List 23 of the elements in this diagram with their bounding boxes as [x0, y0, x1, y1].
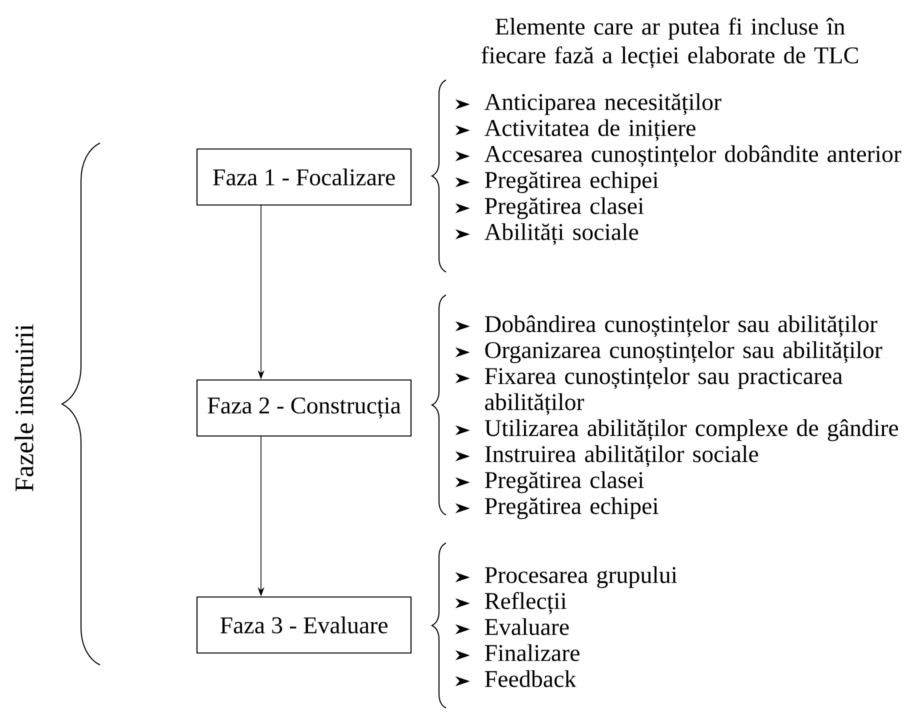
list-item: Utilizarea abilităților complexe de gândire	[484, 419, 898, 442]
list-item: Anticiparea necesităților	[484, 93, 722, 116]
list-item: Reflecții	[484, 592, 566, 614]
process-box: Faza 1 - Focalizare	[196, 148, 412, 206]
list-item: Finalizare	[484, 644, 580, 662]
heading: Elemente care ar putea fi incluse în fiecare fază a lecției elaborate de TLC	[482, 18, 858, 68]
list-item: Accesarea cunoștințelor dobândite anterior	[484, 145, 902, 168]
list-item: Procesarea grupului	[484, 566, 678, 588]
list-item: Fixarea cunoștințelor sau practicarea abilităților	[484, 367, 842, 416]
process-box: Faza 2 - Construcția	[196, 379, 412, 437]
process-box: Faza 3 - Evaluare	[196, 596, 412, 654]
list-item: Evaluare	[484, 618, 569, 636]
list-item: Dobândirea cunoștințelor sau abilităților	[484, 315, 878, 338]
list-item: Abilități sociale	[484, 223, 638, 246]
list-item: Pregătirea clasei	[484, 471, 644, 494]
list-item: Feedback	[484, 670, 576, 688]
list-item: Instruirea abilităților sociale	[485, 445, 758, 468]
list-item: Activitatea de inițiere	[484, 119, 696, 142]
list-item: Pregătirea clasei	[484, 197, 644, 220]
list-item: Organizarea cunoștințelor sau abilităților	[485, 341, 882, 364]
list-item: Pregătirea echipei	[484, 171, 658, 194]
axis-label: Fazele instruirii	[14, 324, 34, 492]
list-item: Pregătirea echipei	[484, 497, 658, 520]
